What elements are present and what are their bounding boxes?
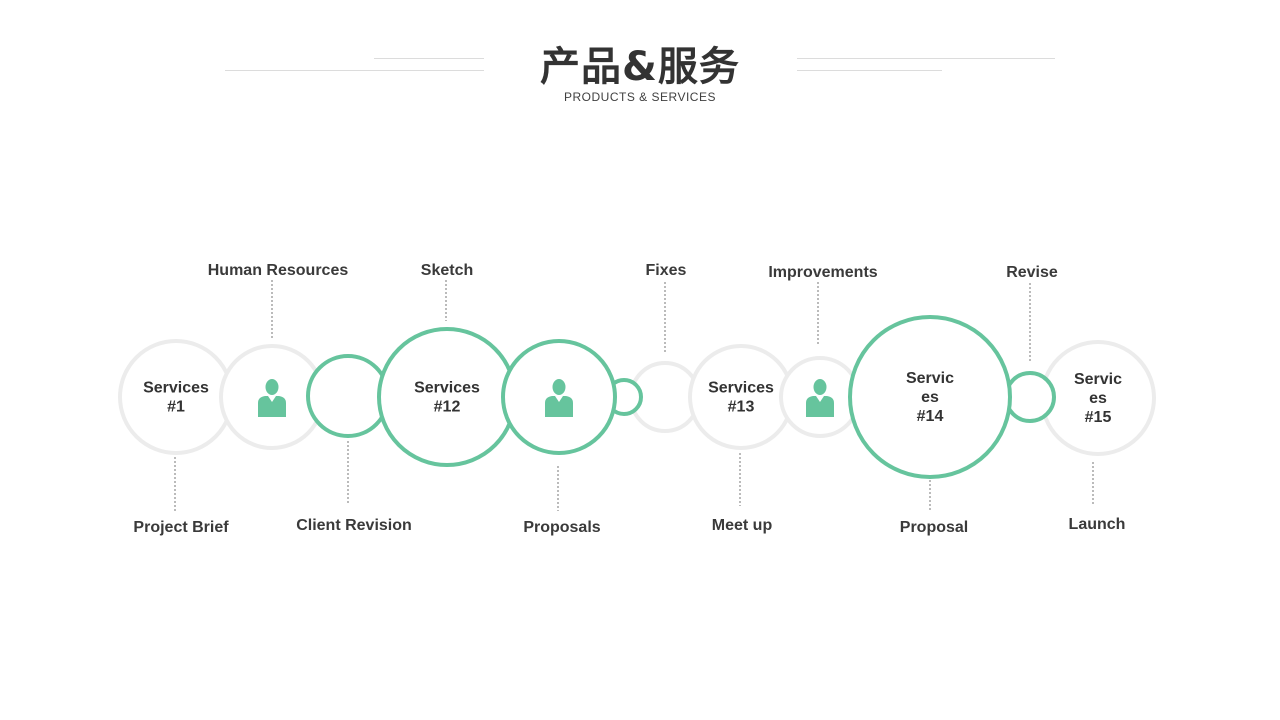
node-n4: Services #12 — [377, 327, 517, 467]
node-label-line: Services — [708, 380, 774, 397]
step-label-bottom: Client Revision — [296, 517, 412, 534]
node-label-line: Services — [143, 380, 209, 397]
node-label: Servic es #14 — [906, 370, 954, 425]
green-ring — [848, 315, 1012, 479]
gray-ring — [779, 356, 861, 438]
node-label-line: Servic — [1074, 371, 1122, 388]
node-n5 — [501, 339, 617, 455]
step-label-top: Fixes — [646, 262, 687, 279]
green-ring — [306, 354, 390, 438]
page-title: 产品&服务 — [540, 44, 740, 90]
gray-ring — [688, 344, 794, 450]
step-label-bottom: Project Brief — [133, 519, 229, 536]
node-n12: Servic es #15 — [1040, 340, 1156, 456]
node-label: Services #13 — [708, 380, 774, 416]
page-subtitle: PRODUCTS & SERVICES — [564, 90, 716, 104]
step-label-top: Revise — [1006, 264, 1058, 281]
connector-layer — [174, 280, 1094, 512]
step-label-bottom: Meet up — [712, 517, 773, 534]
node-label-line: es — [921, 389, 939, 406]
node-label-line: #14 — [917, 408, 944, 425]
header-rule-right-upper — [797, 58, 1055, 59]
node-n3 — [306, 354, 390, 438]
gray-ring — [118, 339, 234, 455]
node-label: Servic es #15 — [1074, 371, 1122, 426]
header-rule-right-lower — [797, 70, 942, 71]
step-label-top: Improvements — [768, 264, 877, 281]
node-n8: Services #13 — [688, 344, 794, 450]
node-label: Services #1 — [143, 380, 209, 416]
node-label-line: #12 — [434, 399, 461, 416]
node-n9 — [779, 356, 861, 438]
node-label-line: #13 — [728, 399, 755, 416]
step-label-top: Human Resources — [208, 262, 349, 279]
node-label-line: Services — [414, 380, 480, 397]
label-layer: Human Resources Sketch Fixes Improvements Re… — [133, 262, 1125, 536]
node-label-line: Servic — [906, 370, 954, 387]
green-ring — [377, 327, 517, 467]
step-label-bottom: Launch — [1069, 516, 1126, 533]
step-label-bottom: Proposals — [523, 519, 600, 536]
node-label-line: #15 — [1085, 409, 1112, 426]
node-label: Services #12 — [414, 380, 480, 416]
green-ring — [501, 339, 617, 455]
step-label-bottom: Proposal — [900, 519, 968, 536]
node-n11 — [1004, 371, 1056, 423]
header-rule-left-lower — [225, 70, 484, 71]
step-label-top: Sketch — [421, 262, 473, 279]
node-n10: Servic es #14 — [848, 315, 1012, 479]
node-n1: Services #1 — [118, 339, 234, 455]
node-label-line: es — [1089, 390, 1107, 407]
green-ring — [1004, 371, 1056, 423]
node-label-line: #1 — [167, 399, 185, 416]
header-rule-left-upper — [374, 58, 484, 59]
